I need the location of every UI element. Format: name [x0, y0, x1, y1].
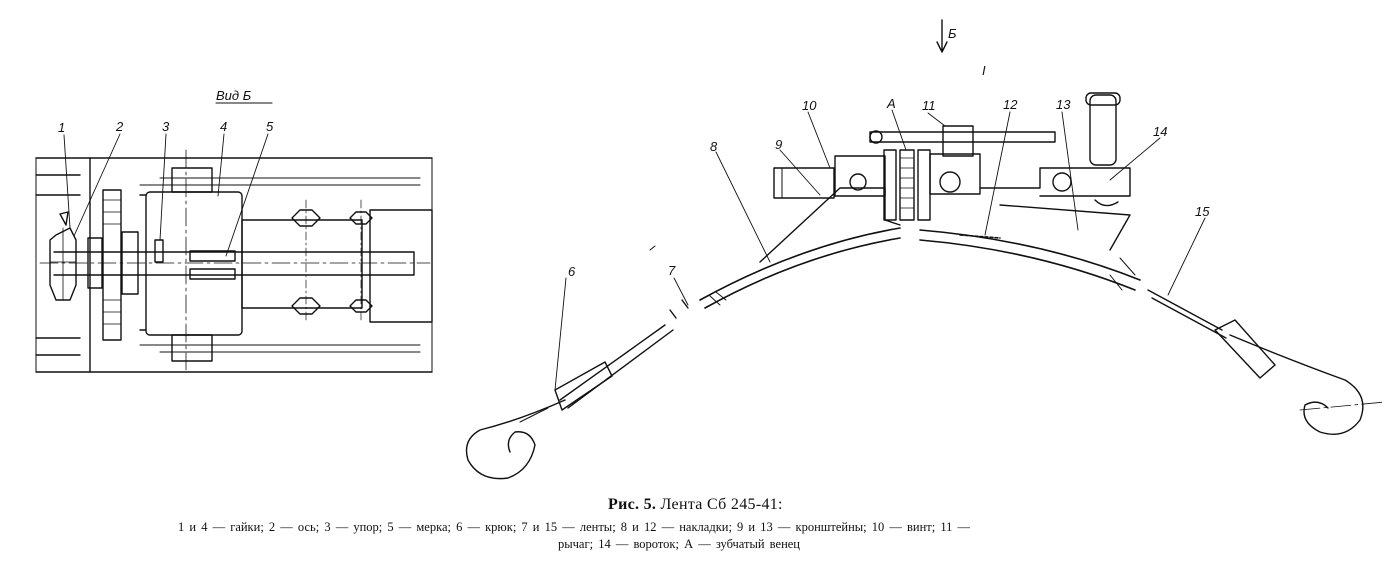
tape-assembly-drawing — [465, 19, 1386, 480]
label-12: 12 — [1003, 97, 1018, 112]
main-view-number-labels: Б I 6 7 8 9 10 A 11 12 13 14 15 — [568, 26, 1210, 279]
label-4: 4 — [220, 119, 227, 134]
label-3: 3 — [162, 119, 170, 134]
label-11: 11 — [922, 98, 936, 113]
label-15: 15 — [1195, 204, 1210, 219]
figure-caption-title: Рис. 5. Лента Сб 245-41: — [608, 496, 868, 514]
label-a: A — [886, 96, 896, 111]
label-1: 1 — [58, 120, 65, 135]
label-5: 5 — [266, 119, 274, 134]
view-b-number-labels: Вид Б 1 2 3 4 5 — [58, 88, 274, 135]
legend-line-1: 1 и 4 — гайки; 2 — ось; 3 — упор; 5 — ме… — [178, 520, 971, 534]
view-b-label: Вид Б — [216, 88, 252, 103]
legend-line-2: рычаг; 14 — вороток; А — зубчатый венец — [558, 537, 800, 551]
label-8: 8 — [710, 139, 718, 154]
figure-legend: 1 и 4 — гайки; 2 — ось; 3 — упор; 5 — ме… — [178, 519, 1258, 553]
view-b-drawing — [35, 102, 433, 373]
label-10: 10 — [802, 98, 817, 113]
figure-label: Рис. 5. — [608, 496, 657, 513]
label-9: 9 — [775, 137, 782, 152]
arrow-b-label: Б — [948, 26, 957, 41]
label-7: 7 — [668, 263, 676, 278]
figure-title: Лента Сб 245-41: — [660, 496, 783, 513]
stray-mark: I — [982, 63, 986, 78]
label-6: 6 — [568, 264, 576, 279]
label-14: 14 — [1153, 124, 1167, 139]
label-2: 2 — [115, 119, 124, 134]
label-13: 13 — [1056, 97, 1071, 112]
